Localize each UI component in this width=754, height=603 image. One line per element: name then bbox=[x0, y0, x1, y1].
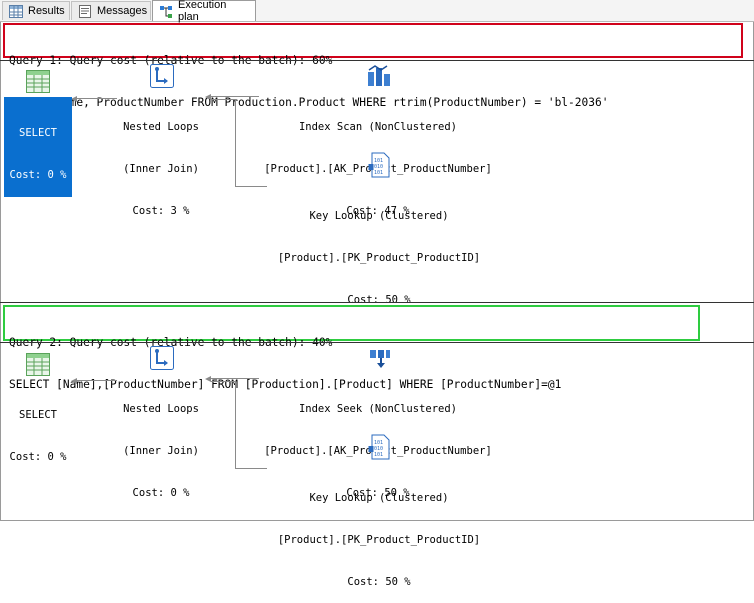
select-label: SELECT bbox=[19, 409, 57, 421]
connector-line bbox=[211, 381, 236, 382]
connector-line bbox=[235, 186, 267, 187]
nested-loops-cost: Cost: 0 % bbox=[132, 487, 190, 499]
nested-loops-icon[interactable] bbox=[150, 64, 174, 91]
key-lookup-cost: Cost: 50 % bbox=[347, 576, 411, 588]
query2-select-node[interactable]: SELECT Cost: 0 % bbox=[4, 380, 72, 478]
connector-line bbox=[211, 99, 236, 100]
svg-text:101: 101 bbox=[374, 170, 383, 176]
nested-loops-label: Nested Loops bbox=[123, 403, 199, 415]
tab-messages[interactable]: Messages bbox=[71, 1, 151, 20]
index-scan-icon[interactable] bbox=[366, 64, 392, 91]
index-scan-label: Index Scan (NonClustered) bbox=[298, 121, 458, 133]
connector-arrowhead bbox=[71, 96, 77, 102]
query2-nested-loops-node[interactable]: Nested Loops (Inner Join) Cost: 0 % bbox=[112, 374, 210, 514]
query2-key-lookup-node[interactable]: Key Lookup (Clustered) [Product].[PK_Pro… bbox=[262, 463, 496, 603]
svg-text:101: 101 bbox=[374, 452, 383, 458]
query1-select-node[interactable]: SELECT Cost: 0 % bbox=[4, 97, 72, 197]
query1-key-lookup-node[interactable]: Key Lookup (Clustered) [Product].[PK_Pro… bbox=[262, 181, 496, 321]
execution-plan-window bbox=[0, 0, 754, 521]
tab-execution-plan[interactable]: Execution plan bbox=[152, 0, 256, 23]
connector-line bbox=[77, 380, 117, 381]
connector-arrowhead bbox=[71, 378, 77, 384]
query2-separator bbox=[0, 342, 754, 343]
query1-separator bbox=[0, 60, 754, 61]
key-lookup-label: Key Lookup (Clustered) bbox=[309, 492, 449, 504]
nested-loops-label: Nested Loops bbox=[123, 121, 199, 133]
svg-text:101: 101 bbox=[374, 158, 383, 164]
svg-text:010: 010 bbox=[374, 164, 383, 170]
nested-loops-icon[interactable] bbox=[150, 346, 174, 373]
tab-results[interactable]: Results bbox=[2, 1, 70, 20]
key-lookup-object: [Product].[PK_Product_ProductID] bbox=[277, 534, 481, 546]
query-separator bbox=[0, 302, 754, 303]
nested-loops-join-type: (Inner Join) bbox=[123, 163, 199, 175]
connector-line bbox=[235, 99, 236, 186]
query1-sql-text: SELECT Name, ProductNumber FROM Producti… bbox=[9, 96, 609, 109]
results-tab-bar: Results Messages Execution plan bbox=[0, 0, 754, 23]
tab-messages-label: Messages bbox=[97, 5, 148, 17]
select-operator-icon[interactable] bbox=[26, 353, 50, 379]
tab-execution-plan-label: Execution plan bbox=[178, 0, 227, 23]
execution-plan-icon bbox=[159, 5, 173, 18]
svg-text:101: 101 bbox=[374, 440, 383, 446]
connector-line bbox=[235, 381, 236, 468]
select-cost: Cost: 0 % bbox=[9, 169, 67, 181]
select-operator-icon[interactable] bbox=[26, 70, 50, 96]
nested-loops-cost: Cost: 3 % bbox=[132, 205, 190, 217]
index-seek-cost: Cost: 50 % bbox=[346, 487, 410, 499]
connector-arrowhead bbox=[205, 94, 211, 100]
query2-sql-text: SELECT [Name],[ProductNumber] FROM [Prod… bbox=[9, 378, 562, 391]
key-lookup-object: [Product].[PK_Product_ProductID] bbox=[277, 252, 481, 264]
query2-cost-header: Query 2: Query cost (relative to the bat… bbox=[9, 336, 333, 349]
connector-line bbox=[77, 98, 117, 99]
svg-text:010: 010 bbox=[374, 446, 383, 452]
connector-line bbox=[211, 378, 259, 379]
connector-line bbox=[235, 468, 267, 469]
query1-header-box: Query 1: Query cost (relative to the bat… bbox=[3, 23, 743, 109]
index-seek-label: Index Seek (NonClustered) bbox=[298, 403, 458, 415]
nested-loops-join-type: (Inner Join) bbox=[123, 445, 199, 457]
index-scan-cost: Cost: 47 % bbox=[346, 205, 410, 217]
tab-results-label: Results bbox=[28, 5, 65, 17]
select-label: SELECT bbox=[19, 127, 57, 139]
key-lookup-label: Key Lookup (Clustered) bbox=[309, 210, 449, 222]
connector-arrowhead bbox=[205, 376, 211, 382]
query2-header-box: Query 2: Query cost (relative to the bat… bbox=[3, 305, 700, 391]
connector-line bbox=[211, 96, 259, 97]
messages-icon bbox=[78, 4, 92, 18]
grid-icon bbox=[9, 4, 23, 18]
key-lookup-cost: Cost: 50 % bbox=[347, 294, 411, 306]
index-seek-icon[interactable] bbox=[368, 346, 392, 373]
select-cost: Cost: 0 % bbox=[9, 451, 67, 463]
query1-nested-loops-node[interactable]: Nested Loops (Inner Join) Cost: 3 % bbox=[112, 92, 210, 232]
